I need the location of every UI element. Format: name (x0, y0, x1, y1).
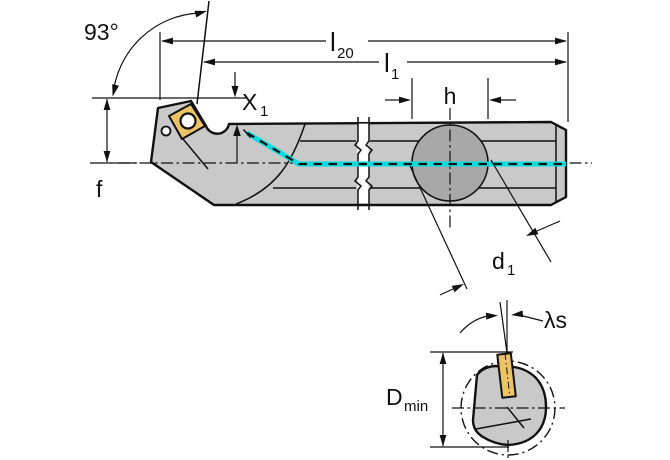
coolant-channel (242, 129, 566, 167)
arrowhead (439, 352, 447, 364)
main-view (118, 99, 592, 228)
pocket-edge (182, 138, 209, 170)
arrowhead (194, 10, 207, 18)
dmin-label-sub: min (404, 398, 428, 415)
x1-lower-arrow (233, 124, 241, 163)
d1-label-sub: 1 (507, 262, 515, 279)
arrowhead (103, 151, 111, 163)
arrowhead (203, 58, 215, 66)
dimension-d1: d 1 (409, 159, 561, 296)
arrowhead (439, 435, 447, 447)
arrowhead (511, 310, 524, 318)
cutting-edge-extension-line (196, 0, 210, 105)
dimension-93deg: 93° (84, 10, 207, 97)
dimension-dmin: D min (386, 351, 513, 448)
end-view: λs D min (386, 300, 567, 460)
lambda-s-label: λs (544, 307, 567, 333)
pocket-line-short (506, 406, 525, 429)
d1-label: d (492, 248, 505, 274)
clamp-screw (160, 125, 172, 137)
l20-label: l (330, 27, 336, 57)
arrowhead (233, 124, 241, 136)
dimension-f: f (90, 98, 137, 202)
l1-label: l (384, 48, 390, 78)
dimensions-main-view: 93° l 20 l 1 X 1 (84, 0, 569, 296)
l1-label-sub: 1 (391, 66, 399, 83)
f-label: f (96, 176, 103, 202)
arrowhead (555, 37, 567, 45)
dimension-x1: X 1 (92, 72, 268, 120)
insert-screw-hole (179, 112, 197, 130)
arrowhead (231, 86, 239, 98)
pocket-line-long (475, 418, 532, 430)
arrowhead (489, 96, 501, 104)
arrowhead (485, 312, 498, 320)
x1-label-sub: 1 (260, 103, 268, 120)
l20-label-sub: 20 (337, 45, 354, 62)
arrowhead (451, 284, 464, 293)
head-transition-curve (235, 123, 306, 205)
angle-label: 93° (84, 19, 119, 45)
dimension-l1: l 1 (203, 48, 567, 83)
arrowhead (526, 227, 539, 236)
h-label: h (444, 83, 457, 109)
arrowhead (103, 98, 111, 110)
coolant-outlet-cap (242, 129, 252, 138)
arrowhead (555, 58, 567, 66)
dmin-label: D (386, 384, 403, 410)
dimension-lambda-s: λs (459, 300, 567, 354)
dimension-h: h (385, 78, 516, 119)
coolant-dash-overlay (246, 132, 566, 166)
end-view-insert (496, 352, 517, 399)
arrowhead (399, 96, 411, 104)
arrowhead (112, 84, 119, 97)
end-view-body (471, 364, 548, 447)
dimension-l20: l 20 (159, 27, 569, 122)
insert-assembly (160, 103, 209, 170)
x1-label: X (242, 89, 257, 115)
arrowhead (161, 37, 173, 45)
